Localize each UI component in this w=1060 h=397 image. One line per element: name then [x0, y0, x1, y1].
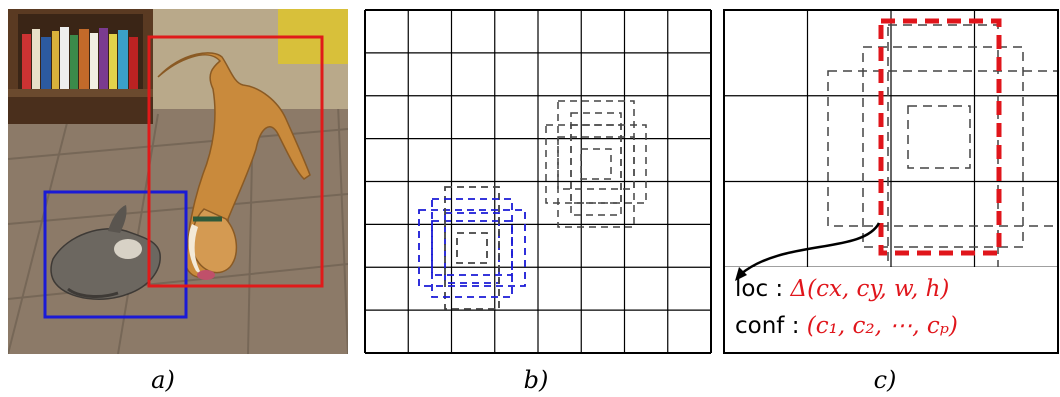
- grid-8x8-lines: [364, 9, 712, 354]
- bookshelf: [8, 9, 153, 124]
- conf-colon: :: [784, 313, 807, 339]
- dog: [157, 52, 311, 280]
- conf-name: conf: [735, 313, 785, 339]
- photo-panel: [8, 9, 348, 354]
- caption-c: c): [873, 366, 897, 394]
- caption-b: b): [523, 366, 549, 394]
- feature-map-4x4: [723, 9, 1059, 354]
- default-boxes-dog-location: [545, 100, 647, 228]
- loc-colon: :: [768, 276, 791, 302]
- feature-map-8x8: [364, 9, 712, 354]
- conf-value: (c₁, c₂, ⋯, cₚ): [806, 313, 958, 339]
- panel-c-border: [723, 9, 1059, 354]
- dog-bounding-box: [147, 35, 324, 288]
- cat-bounding-box: [43, 190, 188, 319]
- caption-a: a): [151, 366, 175, 394]
- loc-name: loc: [735, 276, 769, 302]
- conf-label: conf : (c₁, c₂, ⋯, cₚ): [735, 313, 958, 339]
- label-backdrop: [725, 267, 1059, 352]
- loc-label: loc : Δ(cx, cy, w, h): [735, 276, 949, 302]
- matched-default-box: [878, 18, 1002, 256]
- prediction-arrow: [740, 222, 881, 275]
- floor-tile-lines: [8, 103, 348, 354]
- default-boxes-cat-location: [418, 186, 526, 310]
- arrow-head-icon: [735, 267, 747, 281]
- loc-value: Δ(cx, cy, w, h): [790, 276, 950, 302]
- cat: [50, 205, 161, 300]
